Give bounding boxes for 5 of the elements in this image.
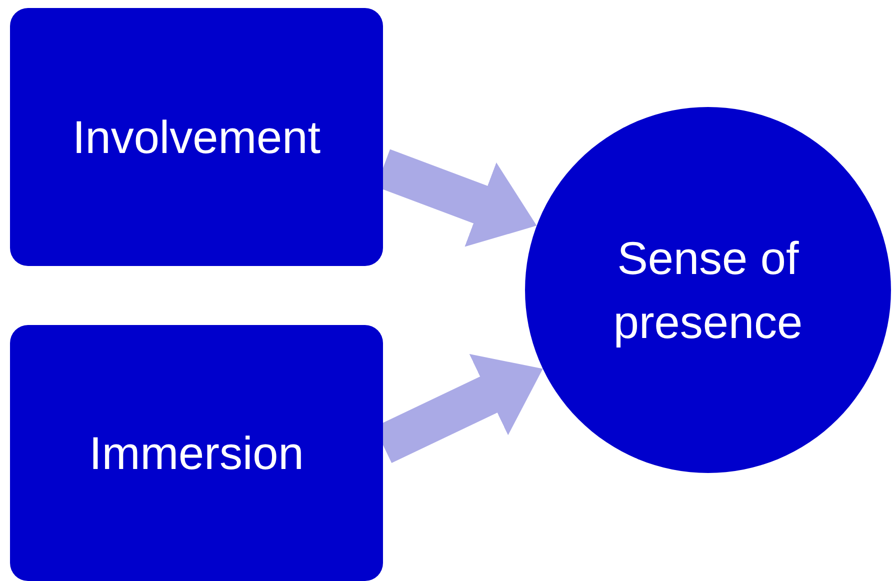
- rounded-box: [10, 8, 383, 266]
- rounded-box: [10, 325, 383, 581]
- node-label: Involvement: [72, 110, 320, 165]
- node-label: Sense of presence: [612, 230, 804, 350]
- node-label: Immersion: [89, 426, 304, 481]
